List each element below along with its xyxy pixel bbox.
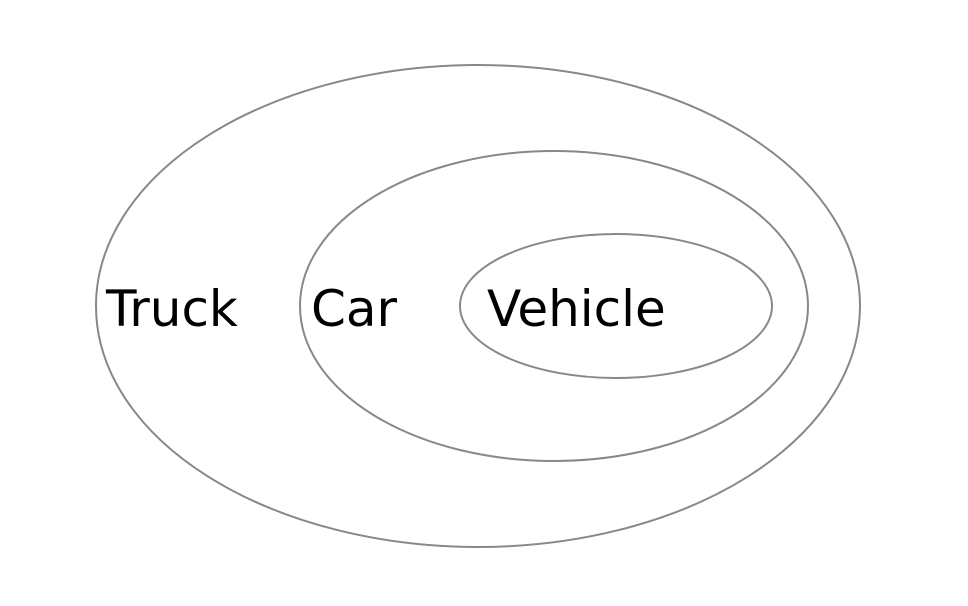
truck-label: Truck [105,280,238,338]
car-label: Car [311,280,398,338]
car-ellipse [299,150,809,462]
vehicle-ellipse [459,233,773,379]
truck-ellipse [95,64,861,548]
vehicle-label: Vehicle [487,280,666,338]
